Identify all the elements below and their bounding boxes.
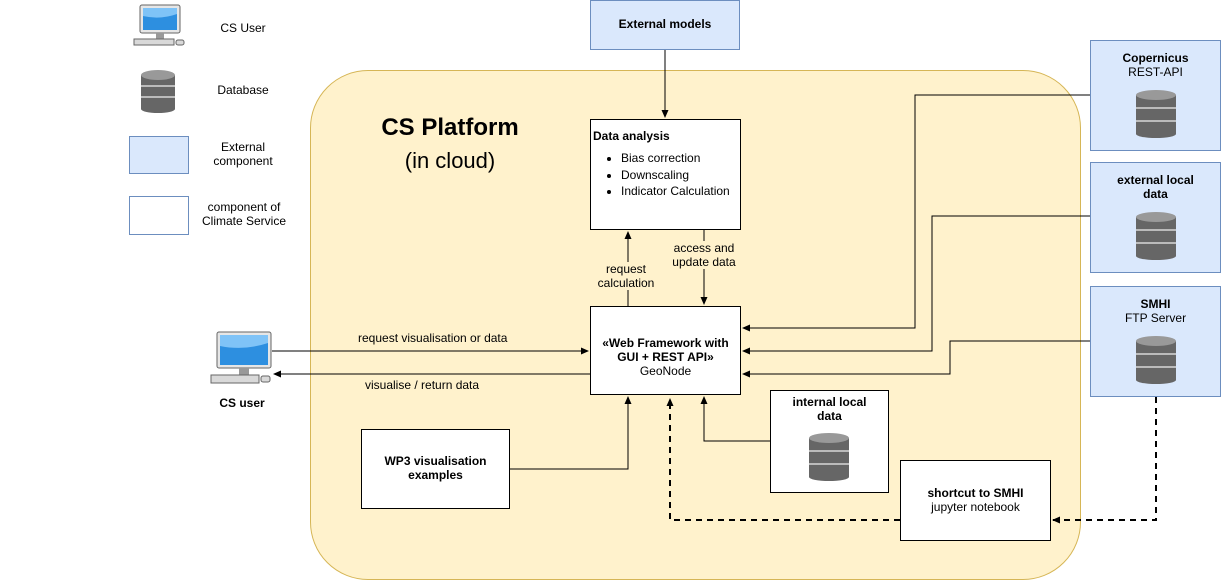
edge-wp3-to-framework <box>510 396 632 470</box>
legend-external-swatch <box>129 136 189 174</box>
edge-smhi-to-shortcut <box>1052 397 1157 524</box>
wp3-box <box>361 429 510 509</box>
database-icon <box>1136 212 1176 260</box>
edge-external-local-to-framework <box>742 215 1090 355</box>
data-analysis-box: Data analysis Bias correction Downscalin… <box>590 119 741 230</box>
external-models-label: External models <box>618 17 712 31</box>
smhi-subtitle: FTP Server <box>1124 311 1187 325</box>
legend-climate-service-swatch <box>129 196 189 235</box>
database-icon <box>1136 336 1176 384</box>
wp3-title: WP3 visualisation examples <box>384 454 487 482</box>
access-update-label: access and update data <box>668 241 740 269</box>
cs-user-label: CS user <box>219 396 265 410</box>
legend-climate-service-label: component of Climate Service <box>201 200 287 228</box>
internal-local-data-title: internal local data <box>792 395 867 423</box>
edge-copernicus-to-framework <box>742 94 1090 332</box>
data-analysis-list: Bias correction Downscaling Indicator Ca… <box>591 150 740 200</box>
edge-shortcut-to-framework <box>666 398 900 521</box>
list-item: Bias correction <box>621 150 740 167</box>
legend-external-label: External component <box>213 140 273 168</box>
list-item: Downscaling <box>621 167 740 184</box>
shortcut-subtitle: jupyter notebook <box>931 500 1020 514</box>
copernicus-subtitle: REST-API <box>1128 65 1183 79</box>
legend-cs-user-label: CS User <box>220 21 266 35</box>
legend: CS User Database External component comp… <box>0 0 300 240</box>
shortcut-box <box>900 460 1051 541</box>
database-icon <box>141 70 175 113</box>
visualise-return-label: visualise / return data <box>365 378 480 392</box>
list-item: Indicator Calculation <box>621 183 740 200</box>
copernicus-title: Copernicus <box>1122 51 1189 65</box>
platform-title: CS Platform <box>381 114 519 141</box>
legend-database-label: Database <box>217 83 269 97</box>
request-visualisation-label: request visualisation or data <box>358 331 508 345</box>
edge-smhi-to-framework <box>742 340 1090 378</box>
database-icon <box>1136 90 1176 138</box>
external-models-box <box>590 0 740 50</box>
web-framework-title: «Web Framework with GUI + REST API» <box>602 336 729 364</box>
data-analysis-title: Data analysis <box>593 129 670 143</box>
web-framework-box <box>590 306 741 395</box>
computer-icon <box>133 4 185 46</box>
platform-subtitle: (in cloud) <box>404 148 496 173</box>
edge-internal-to-framework <box>700 396 770 442</box>
request-calculation-label: request calculation <box>594 262 658 290</box>
shortcut-title: shortcut to SMHI <box>927 486 1024 500</box>
smhi-title: SMHI <box>1140 297 1171 311</box>
external-local-data-title: external local data <box>1117 173 1194 201</box>
database-icon <box>809 433 849 481</box>
computer-icon <box>210 331 272 384</box>
web-framework-subtitle: GeoNode <box>639 364 692 378</box>
